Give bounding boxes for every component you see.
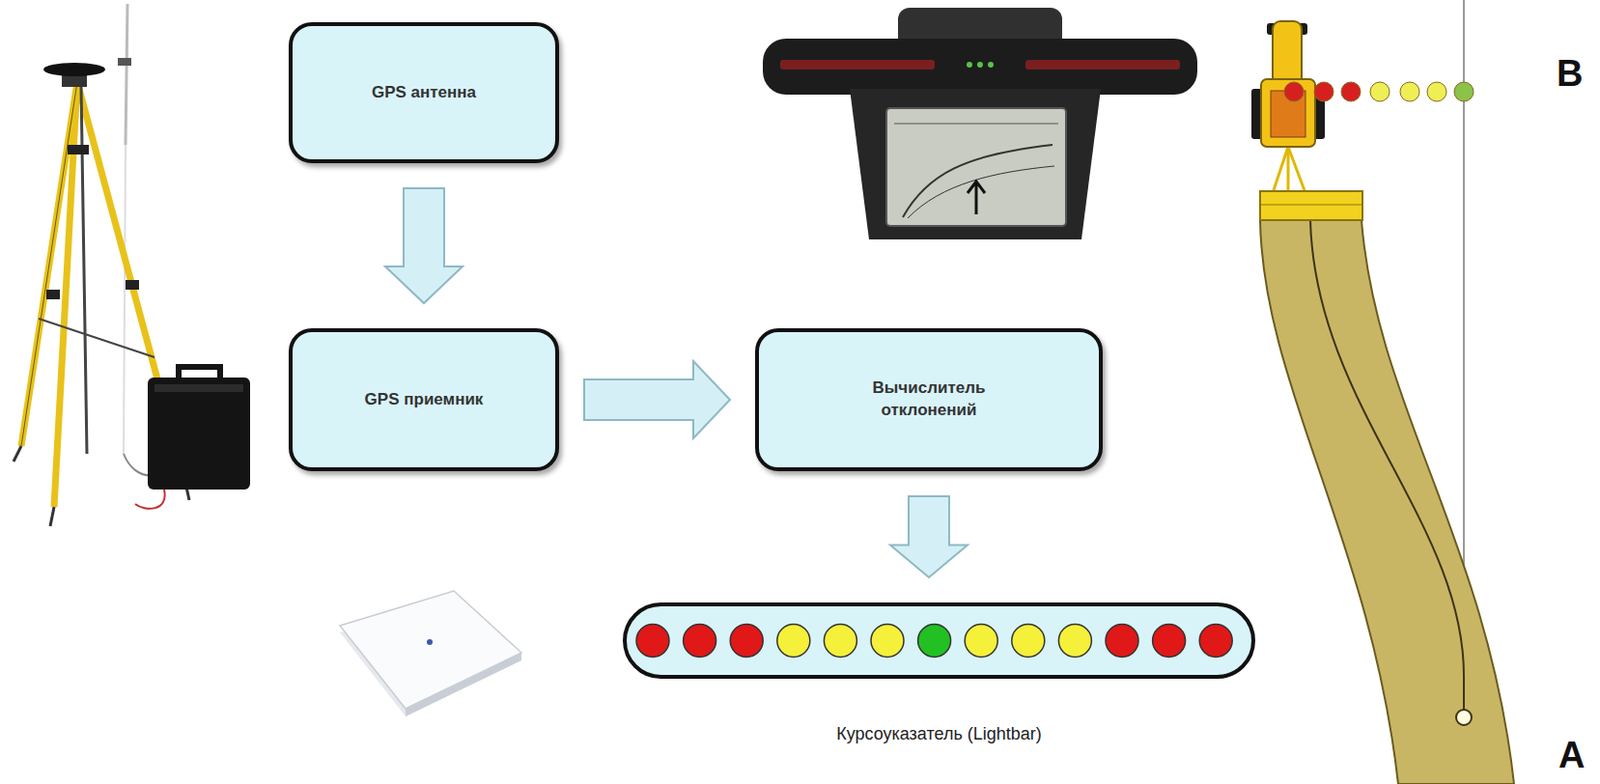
point-label: B — [1556, 54, 1583, 95]
tripod-illustration — [13, 3, 251, 527]
point-label: A — [1558, 735, 1585, 777]
lightbar-lamps — [626, 606, 1252, 675]
receiver-illustration — [339, 590, 522, 717]
lamp — [1011, 624, 1045, 658]
lamp — [1058, 624, 1092, 658]
flow-arrow — [385, 188, 463, 304]
lamp — [636, 624, 670, 658]
lamp — [823, 624, 857, 658]
lamp — [729, 624, 763, 658]
lamp — [1199, 624, 1233, 658]
lightbar-caption: Курсоуказатель (Lightbar) — [836, 724, 1042, 745]
box-label: GPS приемник — [364, 389, 484, 412]
lamp — [1152, 624, 1186, 658]
box-label: Вычислитель отклонений — [851, 377, 1007, 422]
process-box: GPS приемник — [288, 328, 560, 472]
lightbar-device-illustration — [762, 7, 1198, 240]
lamp — [777, 624, 811, 658]
process-box: Вычислитель отклонений — [755, 328, 1103, 472]
flow-arrow — [584, 361, 730, 439]
lightbar-box: Курсоуказатель (Lightbar) — [622, 602, 1256, 679]
lamp — [1105, 624, 1139, 658]
box-label: GPS антенна — [371, 82, 477, 105]
tractor-path-illustration — [1251, 0, 1515, 784]
flow-arrow — [890, 496, 968, 578]
process-box: GPS антенна — [288, 22, 560, 164]
lamp — [683, 624, 717, 658]
lamp — [870, 624, 904, 658]
lamp — [918, 624, 952, 658]
lamp — [964, 624, 998, 658]
